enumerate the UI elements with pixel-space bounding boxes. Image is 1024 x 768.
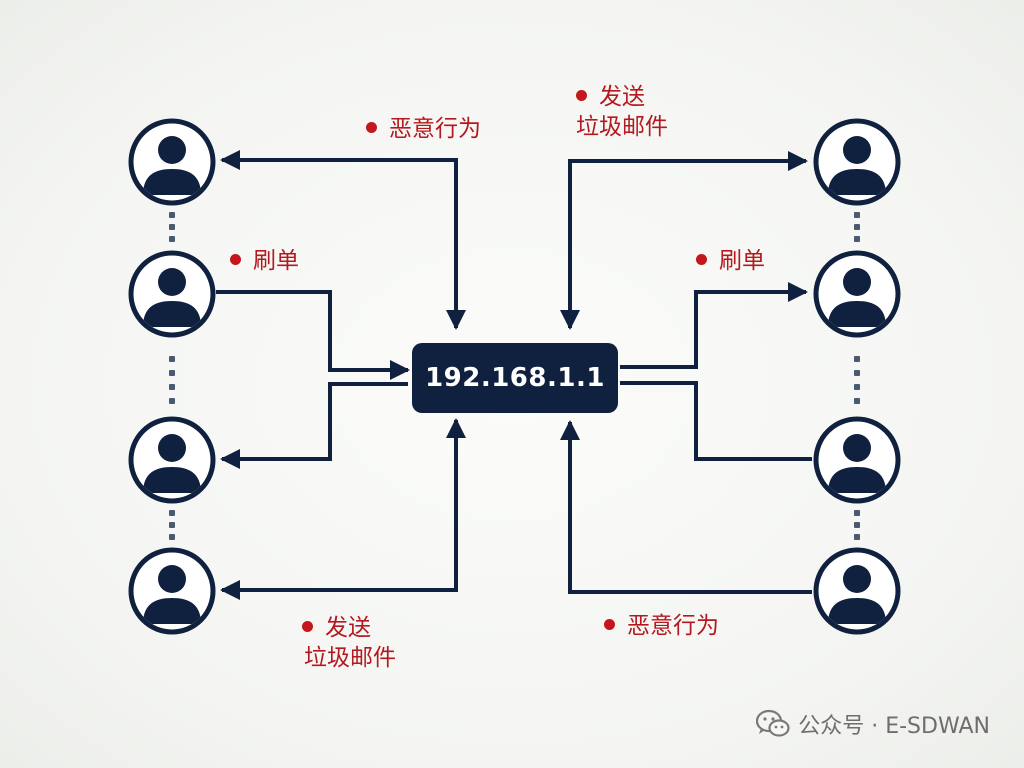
- connector-left-2: [216, 290, 410, 380]
- bullet-dot-icon: [576, 90, 587, 101]
- separator-dots-left-2: [169, 356, 175, 404]
- separator-dots-right-2: [854, 356, 860, 404]
- label-right-top: 发送 垃圾邮件: [576, 84, 668, 140]
- wechat-icon: [756, 709, 790, 739]
- user-icon-right-4: [816, 550, 898, 632]
- label-right-mid: 刷单: [696, 246, 765, 276]
- bullet-dot-icon: [696, 254, 707, 265]
- center-ip-node: 192.168.1.1: [412, 343, 618, 413]
- separator-dots-right-3: [854, 510, 860, 540]
- connector-right-4: [560, 420, 812, 594]
- user-icon-right-3: [816, 419, 898, 501]
- watermark: 公众号 · E-SDWAN: [756, 708, 990, 740]
- separator-dots-right-1: [854, 212, 860, 242]
- label-left-bottom: 发送 垃圾邮件: [302, 615, 396, 671]
- separator-dots-left-3: [169, 510, 175, 540]
- user-icon-left-4: [131, 550, 213, 632]
- user-icon-left-1: [131, 121, 213, 203]
- watermark-text: 公众号 · E-SDWAN: [798, 714, 990, 739]
- label-left-top: 恶意行为: [366, 114, 481, 144]
- bullet-dot-icon: [604, 619, 615, 630]
- user-icon-left-3: [131, 419, 213, 501]
- label-right-bottom: 恶意行为: [604, 611, 719, 641]
- connector-left-1: [220, 150, 466, 330]
- connector-right-3: [620, 381, 812, 461]
- separator-dots-left-1: [169, 212, 175, 242]
- connector-right-2: [620, 282, 808, 369]
- bullet-dot-icon: [230, 254, 241, 265]
- user-icon-left-2: [131, 253, 213, 335]
- connector-left-3: [220, 382, 408, 469]
- bullet-dot-icon: [366, 122, 377, 133]
- label-left-mid: 刷单: [230, 246, 299, 276]
- connector-left-4: [220, 418, 466, 600]
- bullet-dot-icon: [302, 621, 313, 632]
- user-icon-right-2: [816, 253, 898, 335]
- connector-right-1: [560, 151, 808, 330]
- user-icon-right-1: [816, 121, 898, 203]
- center-ip-text: 192.168.1.1: [425, 363, 605, 393]
